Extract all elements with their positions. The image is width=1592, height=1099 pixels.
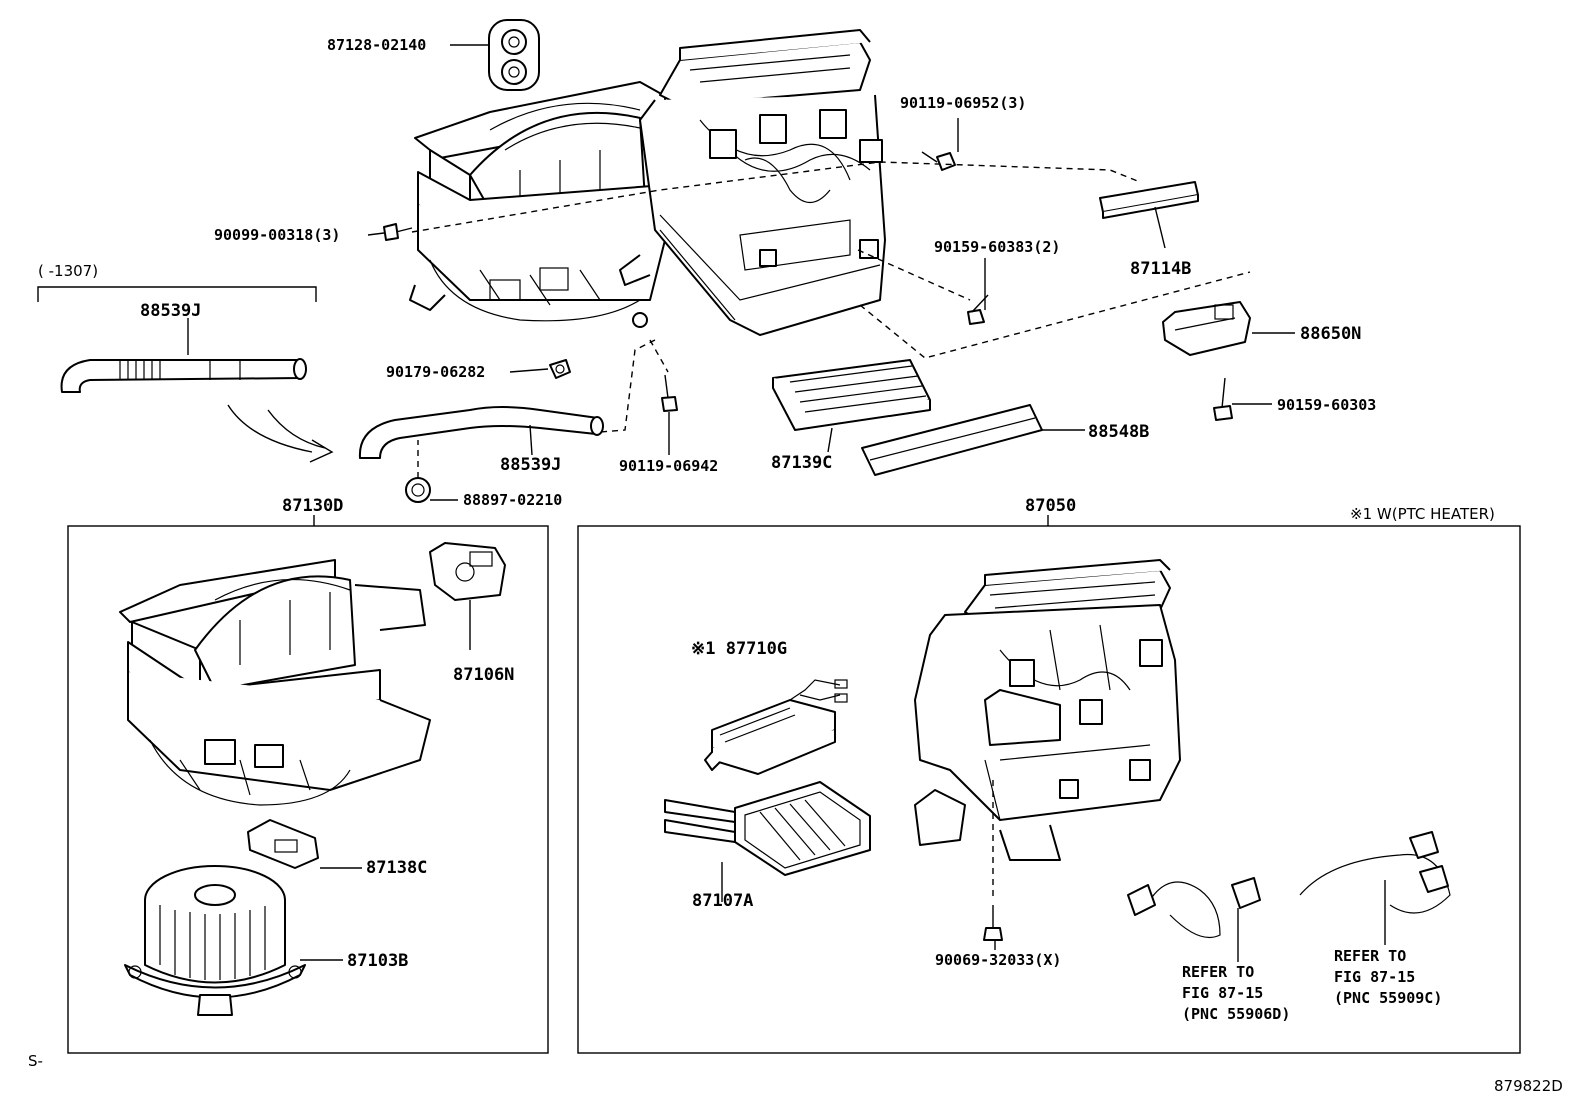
screw-bottom-part <box>983 905 1003 941</box>
label-refer2-line2: FIG 87-15 <box>1334 968 1415 986</box>
label-blower-assy: 87130D <box>282 496 343 516</box>
label-filter-cover: 87114B <box>1130 259 1191 279</box>
label-grommet-drain: 88897-02210 <box>463 491 562 509</box>
label-hose-lower: 88539J <box>500 455 561 475</box>
blower-motor-part <box>124 865 306 1016</box>
screw-top-right <box>921 151 956 171</box>
label-damper-servo: 87106N <box>453 665 514 685</box>
label-clip-center: 90179-06282 <box>386 363 485 381</box>
label-hose-upper: 88539J <box>140 301 201 321</box>
label-grommet: 87128-02140 <box>327 36 426 54</box>
arrow-indicator <box>227 404 334 463</box>
wire-harness-2 <box>1299 831 1451 914</box>
label-resistor: 87138C <box>366 858 427 878</box>
screw-left <box>383 223 413 241</box>
resistor-part <box>247 819 319 869</box>
wire-harness-1 <box>1127 877 1261 939</box>
label-heater-core: 87107A <box>692 891 753 911</box>
blower-unit-drawing <box>119 559 431 806</box>
label-refer1-line3: (PNC 55906D) <box>1182 1005 1290 1023</box>
label-refer1-line1: REFER TO <box>1182 963 1254 981</box>
clean-filter-part <box>772 359 931 431</box>
label-clean-filter: 87139C <box>771 453 832 473</box>
label-heater-assy: 87050 <box>1025 496 1076 516</box>
label-refer1-line2: FIG 87-15 <box>1182 984 1263 1002</box>
label-screw-lower-right: 90159-60303 <box>1277 396 1376 414</box>
hose-upper-part <box>60 358 307 393</box>
filter-cover-part <box>1099 181 1199 219</box>
screw-bolt-part <box>661 374 678 412</box>
label-screw-bottom: 90069-32033(X) <box>935 951 1061 969</box>
clip-center <box>549 359 571 379</box>
main-unit-assembly <box>409 29 886 336</box>
actuator-right-part <box>1162 301 1251 356</box>
range-bracket <box>37 286 317 302</box>
label-ptc-note: ※1 W(PTC HEATER) <box>1350 505 1495 523</box>
hose-lower-part <box>358 406 604 459</box>
heater-core-part <box>664 781 871 876</box>
heater-assy-frame <box>577 525 1521 1054</box>
grommet-drain-part <box>405 477 431 503</box>
label-range-note: ( -1307) <box>38 262 98 280</box>
heater-unit-drawing <box>914 559 1181 861</box>
ptc-heater-part <box>704 679 848 775</box>
label-screw-bolt: 90119-06942 <box>619 457 718 475</box>
label-blower-motor: 87103B <box>347 951 408 971</box>
label-screw-left: 90099-00318(3) <box>214 226 340 244</box>
label-actuator-right: 88650N <box>1300 324 1361 344</box>
grommet-part <box>488 19 540 91</box>
blower-assy-frame <box>67 525 549 1054</box>
label-figure-number: 879822D <box>1494 1077 1563 1095</box>
label-footer-left: S- <box>28 1052 43 1070</box>
label-refer2-line3: (PNC 55909C) <box>1334 989 1442 1007</box>
label-screw-top-right: 90119-06952(3) <box>900 94 1026 112</box>
screw-lower-right-part <box>1213 377 1233 421</box>
label-filter-element: 88548B <box>1088 422 1149 442</box>
label-refer2-line1: REFER TO <box>1334 947 1406 965</box>
label-screw-mid-right: 90159-60383(2) <box>934 238 1060 256</box>
label-ptc-heater: ※1 87710G <box>691 639 787 659</box>
damper-servo-part <box>429 542 506 601</box>
